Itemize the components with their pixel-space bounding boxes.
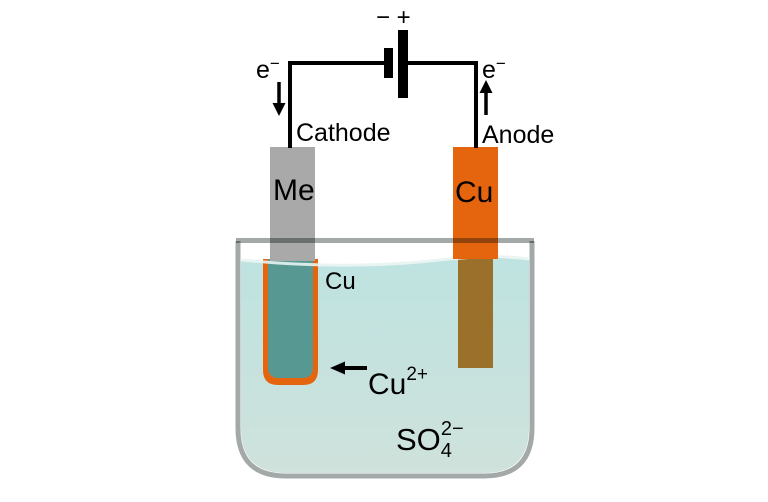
coating-label: Cu <box>325 268 356 295</box>
anode-label: Anode <box>482 121 554 149</box>
electron-label-left-sup: − <box>270 54 280 73</box>
electron-arrow-down-icon <box>272 82 286 116</box>
battery-polarity-label: − + <box>376 4 411 31</box>
beaker <box>235 241 535 479</box>
electron-arrow-up-icon <box>479 80 493 115</box>
sulfate-ion-label: SO42− <box>396 418 464 462</box>
electron-label-right-sup: − <box>496 54 506 73</box>
cathode-material-label: Me <box>273 174 315 207</box>
electron-label-left: e− <box>256 54 280 84</box>
ion-arrow-left-icon <box>330 361 367 375</box>
copper-ion-label: Cu2+ <box>368 364 428 401</box>
wire-anode <box>408 61 478 148</box>
cathode-submerged <box>268 259 313 378</box>
cathode-label: Cathode <box>296 119 391 147</box>
anode-submerged <box>458 259 493 368</box>
copper-ion-sup: 2+ <box>406 364 428 385</box>
battery-symbol: − + <box>376 4 411 98</box>
sulfate-base: SO <box>396 422 441 457</box>
electron-label-right-base: e <box>482 56 496 84</box>
anode-material-label: Cu <box>455 176 493 209</box>
electron-label-right: e− <box>482 54 506 84</box>
battery-negative-plate <box>384 48 393 78</box>
battery-positive-plate <box>398 30 408 98</box>
copper-ion-base: Cu <box>368 368 406 401</box>
sulfate-sub: 4 <box>441 440 452 462</box>
wire-cathode <box>288 61 384 148</box>
electron-label-left-base: e <box>256 56 270 84</box>
sulfate-sup: 2− <box>441 418 464 440</box>
